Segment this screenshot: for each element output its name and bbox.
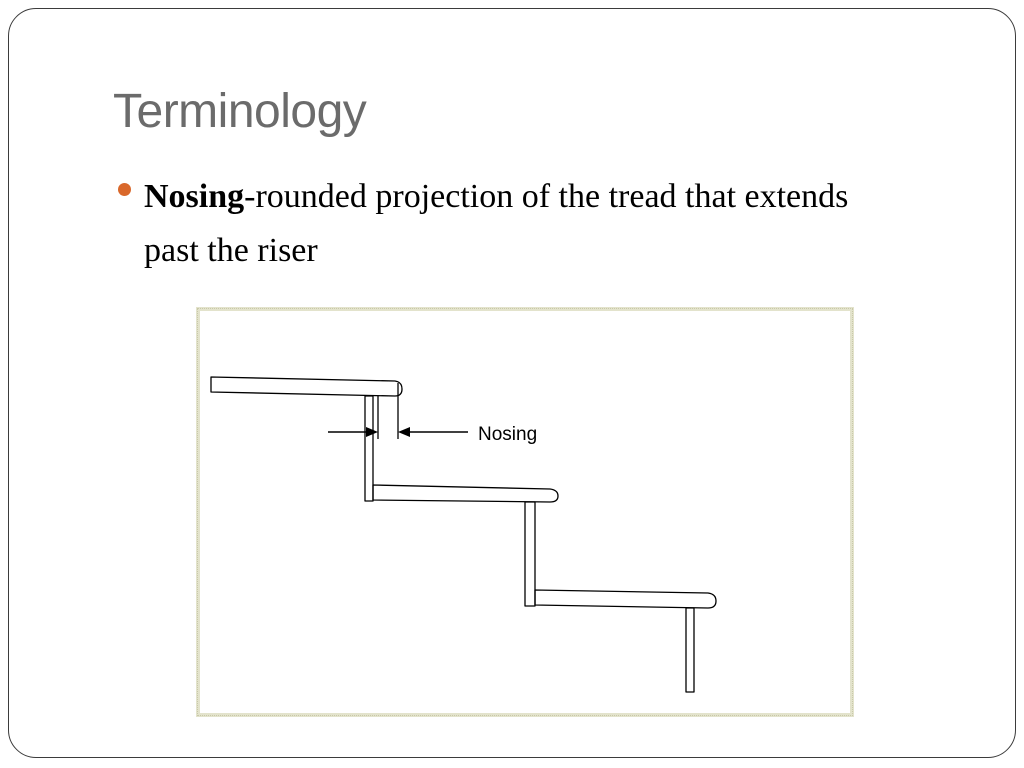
riser-1 <box>364 395 374 502</box>
stair-nosing-figure: Nosing <box>196 307 854 717</box>
riser-3 <box>685 607 695 693</box>
bullet-marker-icon <box>118 183 131 196</box>
riser-2 <box>524 501 536 607</box>
bullet-text: Nosing-rounded projection of the tread t… <box>144 170 908 278</box>
slide-title: Terminology <box>113 85 367 138</box>
nosing-arrow-left-icon <box>328 427 378 437</box>
bullet-item: Nosing-rounded projection of the tread t… <box>118 170 908 278</box>
tread-3 <box>534 589 717 609</box>
bullet-definition: -rounded projection of the tread that ex… <box>144 178 849 269</box>
bullet-term: Nosing <box>144 178 245 215</box>
nosing-arrow-right-icon <box>398 427 468 437</box>
top-tread <box>210 376 403 397</box>
tread-2 <box>372 484 559 503</box>
stair-diagram: Nosing <box>210 376 717 693</box>
nosing-label: Nosing <box>478 424 537 445</box>
